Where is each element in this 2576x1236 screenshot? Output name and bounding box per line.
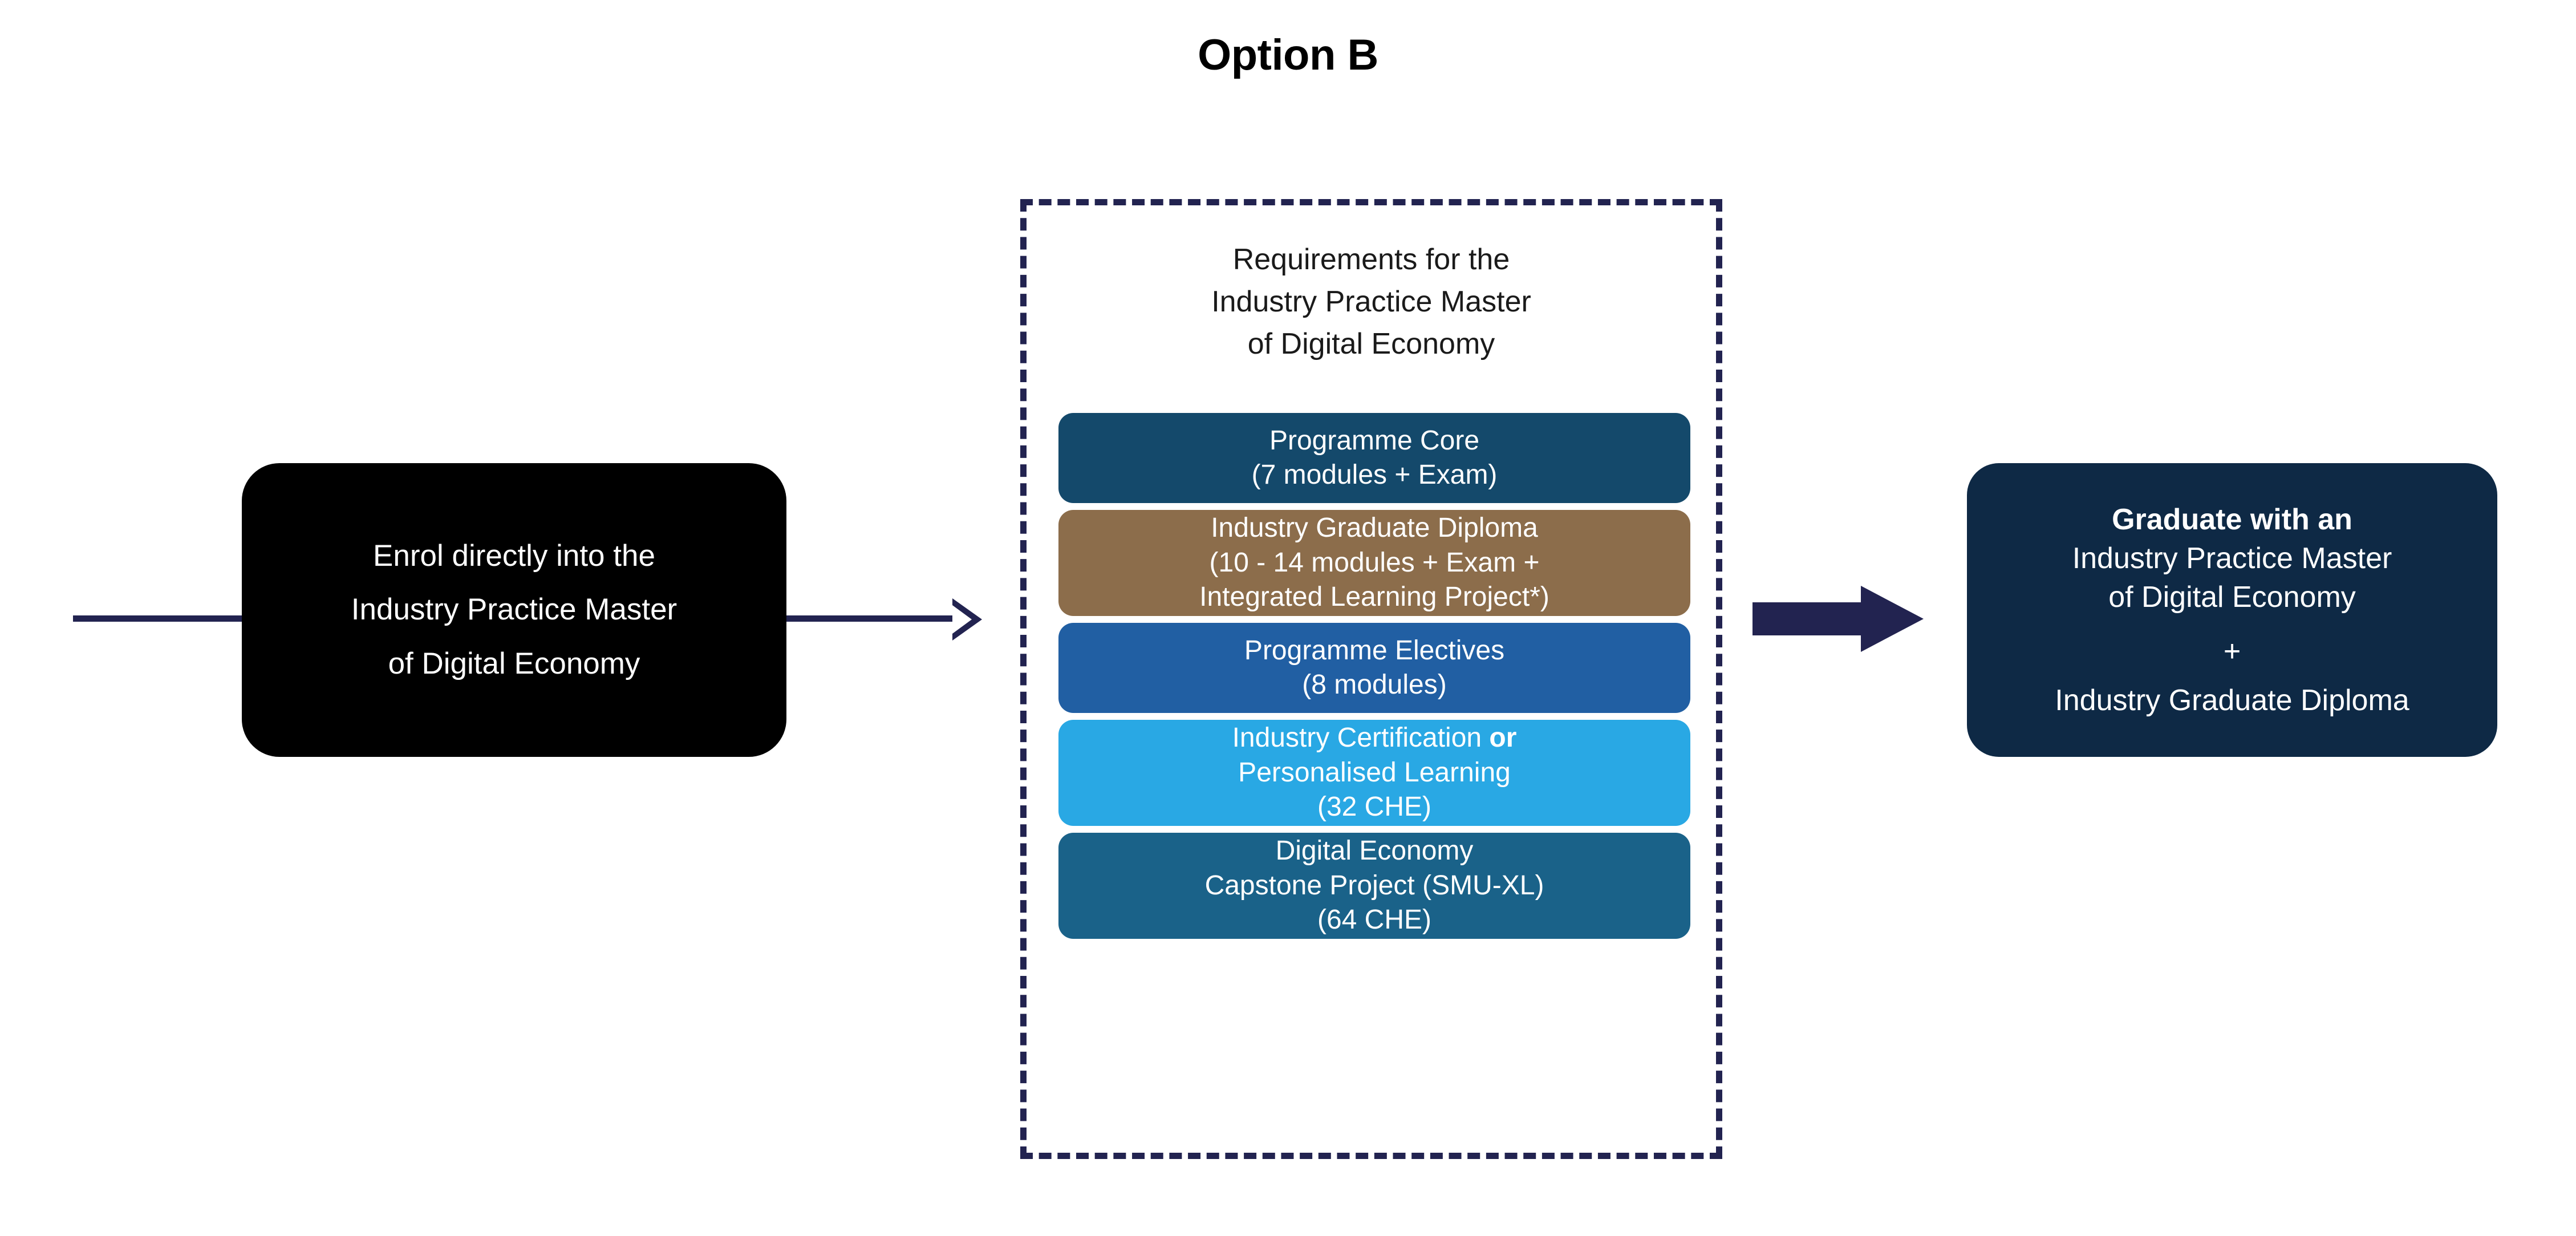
enrol-entry-box: Enrol directly into the Industry Practic… bbox=[242, 463, 786, 757]
page-title: Option B bbox=[1198, 31, 1378, 79]
outcome-second-award: Industry Graduate Diploma bbox=[2055, 683, 2409, 717]
requirements-dashed-container: Requirements for the Industry Practice M… bbox=[1020, 199, 1722, 1159]
module-line-emphasis: or bbox=[1489, 723, 1517, 753]
module-line: (10 - 14 modules + Exam + bbox=[1209, 547, 1540, 578]
requirements-heading-line-1: Requirements for the bbox=[1232, 243, 1510, 276]
module-line: Digital Economy bbox=[1275, 836, 1474, 866]
module-line: Industry Graduate Diploma bbox=[1211, 513, 1538, 544]
outcome-award-line-2: of Digital Economy bbox=[2108, 581, 2356, 614]
module-line: Programme Core bbox=[1269, 425, 1480, 456]
outcome-plus-symbol: + bbox=[2223, 634, 2241, 668]
outcome-headline: Graduate with an bbox=[2112, 503, 2352, 537]
module-line: (64 CHE) bbox=[1317, 905, 1432, 935]
enrol-line-3: of Digital Economy bbox=[388, 646, 640, 680]
module-box-programme-core: Programme Core (7 modules + Exam) bbox=[1058, 413, 1690, 503]
graduation-outcome-box: Graduate with an Industry Practice Maste… bbox=[1967, 463, 2497, 757]
enrol-line-2: Industry Practice Master bbox=[351, 593, 678, 627]
module-box-industry-graduate-diploma: Industry Graduate Diploma(10 - 14 module… bbox=[1058, 510, 1690, 616]
enrol-entry-text: Enrol directly into the Industry Practic… bbox=[351, 529, 677, 691]
module-box-industry-certification-or-personalised-learning: Industry Certification or Personalised Le… bbox=[1058, 720, 1690, 826]
module-line: Personalised Learning bbox=[1238, 757, 1511, 788]
enrol-line-1: Enrol directly into the bbox=[373, 539, 655, 573]
module-box-programme-electives: Programme Electives (8 modules) bbox=[1058, 623, 1690, 713]
module-stack: Programme Core (7 modules + Exam) Industry… bbox=[1058, 413, 1690, 939]
module-line: (32 CHE) bbox=[1317, 792, 1432, 822]
module-line: Industry Certification or bbox=[1232, 723, 1517, 753]
module-line: (8 modules) bbox=[1302, 670, 1447, 700]
entry-arrow-head-notch-icon bbox=[952, 605, 972, 634]
outcome-block-arrow-icon bbox=[1753, 586, 1924, 652]
requirements-heading: Requirements for the Industry Practice M… bbox=[1027, 239, 1716, 365]
requirements-heading-line-2: Industry Practice Master bbox=[1211, 285, 1531, 318]
requirements-heading-line-3: of Digital Economy bbox=[1247, 327, 1495, 360]
module-line: (7 modules + Exam) bbox=[1251, 460, 1498, 490]
module-line: Integrated Learning Project*) bbox=[1199, 582, 1549, 613]
outcome-award-line-1: Industry Practice Master bbox=[2072, 542, 2392, 576]
module-line: Capstone Project (SMU-XL) bbox=[1204, 870, 1544, 901]
module-line: Programme Electives bbox=[1244, 635, 1505, 666]
